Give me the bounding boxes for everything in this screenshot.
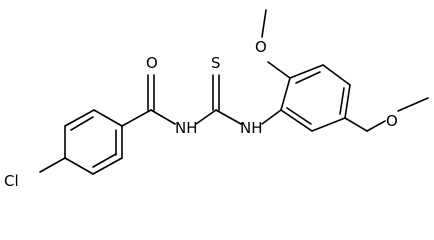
bond	[344, 117, 368, 132]
chlorine-atom-label: Cl	[4, 172, 19, 190]
bond	[366, 120, 386, 132]
bond	[39, 157, 66, 173]
bond	[64, 109, 95, 127]
bond	[64, 157, 94, 175]
bond	[70, 116, 94, 131]
bond	[397, 97, 429, 112]
bond	[261, 109, 282, 125]
carbonyl-oxygen-label: O	[146, 54, 158, 72]
methoxy-oxygen-top-label: O	[255, 38, 267, 56]
bond	[280, 109, 313, 132]
bond	[215, 109, 242, 125]
methoxy-oxygen-right-label: O	[386, 112, 398, 130]
chemical-structure: Cl O NH S NH O O	[4, 9, 429, 190]
bond	[267, 61, 291, 79]
bond	[93, 109, 123, 127]
structure-canvas: Cl O NH S NH O O	[4, 9, 429, 190]
bond	[92, 153, 117, 168]
bond	[286, 107, 312, 125]
bond	[121, 109, 152, 127]
bond	[344, 84, 351, 119]
bond	[311, 117, 346, 132]
bond	[339, 87, 345, 115]
bond	[289, 64, 324, 79]
bond	[150, 109, 176, 125]
bond	[195, 109, 217, 125]
bond	[261, 9, 267, 38]
bond	[295, 71, 321, 84]
bond	[92, 157, 123, 175]
amide-nh-label: NH	[175, 119, 198, 137]
chlorophenyl-ring	[64, 109, 123, 175]
dimethoxyphenyl-ring	[280, 64, 351, 132]
bond	[322, 64, 351, 86]
bond	[280, 77, 291, 111]
thio-nh-label: NH	[240, 119, 263, 137]
thio-sulfur-label: S	[211, 54, 221, 72]
